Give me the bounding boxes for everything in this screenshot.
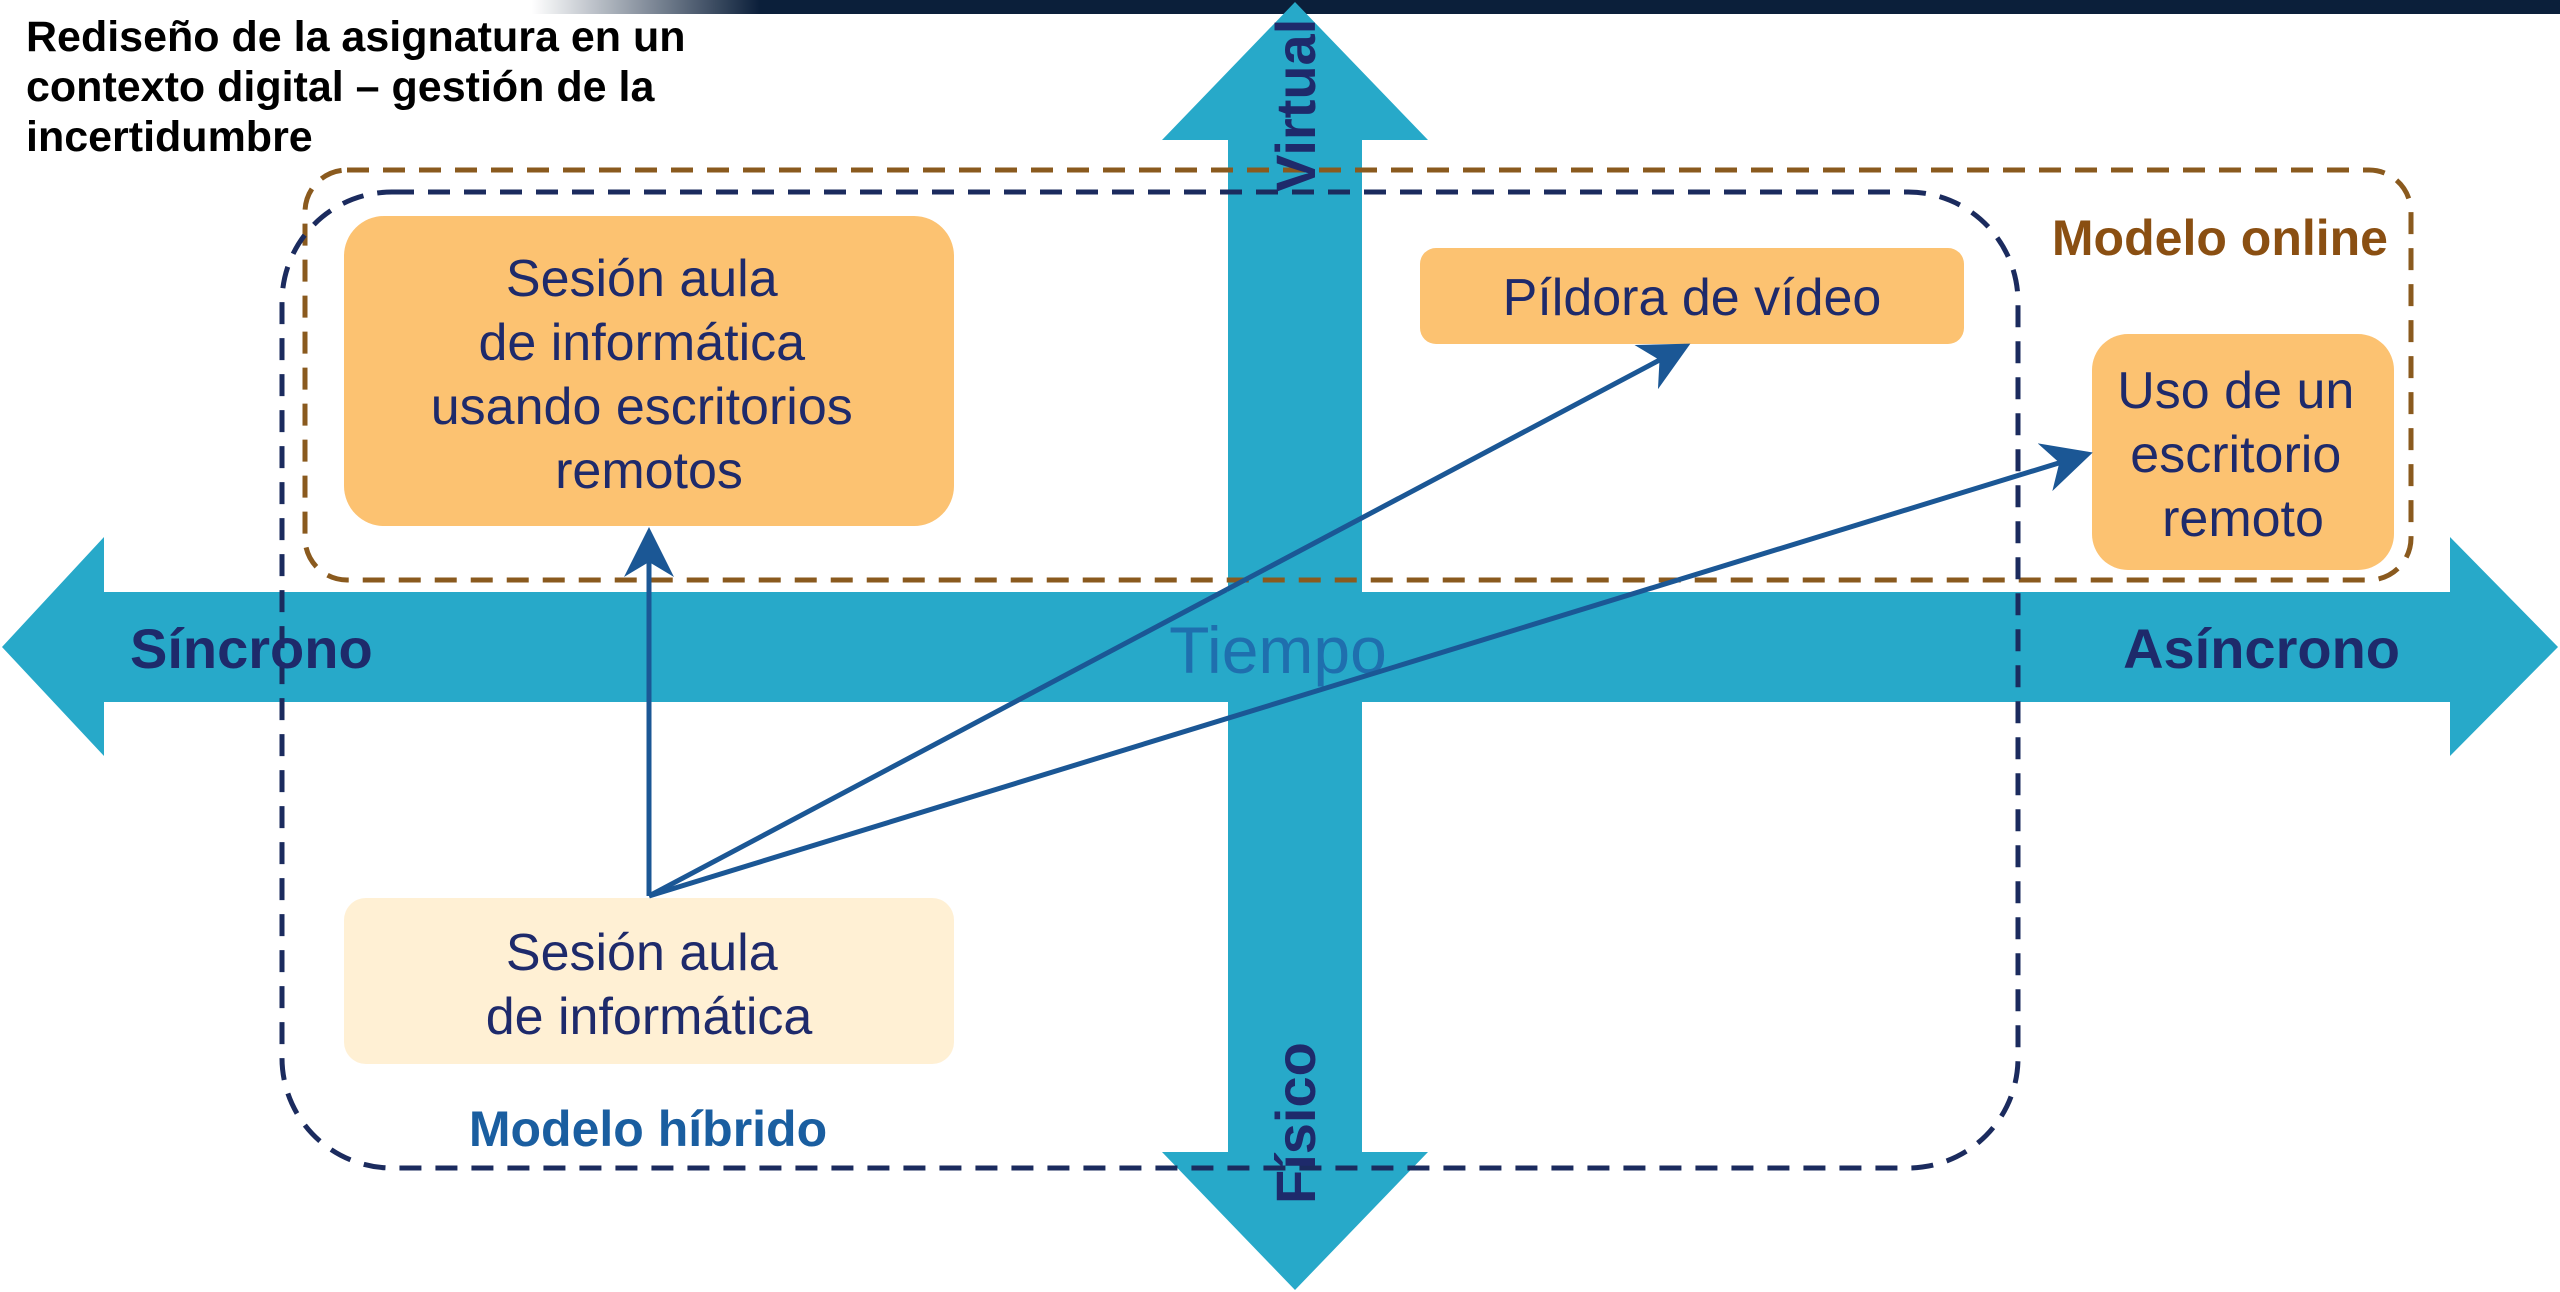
- box-line: Sesión aula: [506, 924, 778, 982]
- virtual-label: Virtual: [1264, 19, 1327, 192]
- video-pill-box: [1420, 248, 1964, 344]
- lab-session-text: Sesión aula de informática: [486, 924, 813, 1046]
- slide-title: Rediseño de la asignatura en un contexto…: [26, 13, 686, 161]
- physical-label: Físico: [1264, 1042, 1327, 1204]
- box-line: usando escritorios: [431, 378, 853, 436]
- video-pill-text: Píldora de vídeo: [1503, 269, 1882, 327]
- hybrid-model-label: Modelo híbrido: [469, 1101, 827, 1157]
- lab-session-box: [344, 898, 954, 1064]
- time-axis-label: Tiempo: [1169, 613, 1387, 687]
- horizontal-axis-arrow: [2, 537, 2558, 756]
- box-line: de informática: [478, 314, 805, 372]
- box-line: remotos: [555, 442, 743, 500]
- box-line: escritorio: [2130, 426, 2341, 484]
- arrow-to-video-pill: [647, 343, 1691, 899]
- asynchronous-label: Asíncrono: [2123, 617, 2400, 680]
- synchronous-label: Síncrono: [130, 617, 373, 680]
- top-banner-fade: [0, 0, 760, 14]
- arrow-to-remote-desktop-use: [648, 443, 2093, 899]
- remote-desktop-session-box: [344, 216, 954, 526]
- online-model-region: [302, 167, 2414, 583]
- remote-desktop-session-text: Sesión aula de informática usando escrit…: [431, 250, 867, 500]
- remote-desktop-use-box: [2092, 334, 2394, 570]
- box-line: Píldora de vídeo: [1503, 269, 1882, 327]
- hybrid-model-region: [279, 189, 2021, 1171]
- box-line: remoto: [2162, 490, 2324, 548]
- remote-desktop-use-text: Uso de un escritorio remoto: [2117, 362, 2369, 548]
- box-line: Uso de un: [2117, 362, 2354, 420]
- box-line: Sesión aula: [506, 250, 778, 308]
- online-model-label: Modelo online: [2052, 210, 2388, 266]
- box-line: de informática: [486, 988, 813, 1046]
